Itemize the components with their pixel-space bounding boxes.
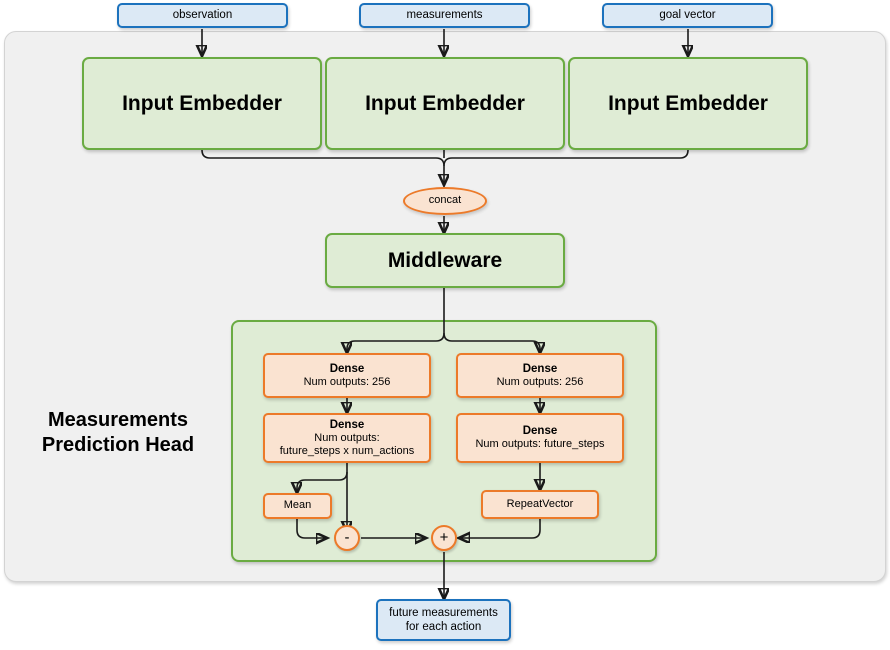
input-embedder-goal-vector-label: Input Embedder xyxy=(608,91,768,115)
mean-box[interactable]: Mean xyxy=(263,493,332,519)
mean-label: Mean xyxy=(283,499,312,512)
measurements-prediction-head-label: Measurements Prediction Head xyxy=(18,408,218,458)
head-label-line1: Measurements xyxy=(47,409,189,431)
dense-left-2-detail-line2: future_steps x num_actions xyxy=(279,445,415,457)
dense-left-1-title: Dense xyxy=(329,362,365,375)
middleware-label: Middleware xyxy=(387,248,503,272)
dense-right-1-detail: Num outputs: 256 xyxy=(496,375,584,388)
repeat-vector-box[interactable]: RepeatVector xyxy=(481,490,599,519)
output-future-measurements[interactable]: future measurements for each action xyxy=(376,599,511,641)
add-op[interactable]: + xyxy=(431,525,457,551)
dense-right-1-title: Dense xyxy=(522,362,558,375)
input-observation[interactable]: observation xyxy=(117,3,288,28)
middleware-box[interactable]: Middleware xyxy=(325,233,565,288)
input-embedder-observation-label: Input Embedder xyxy=(122,91,282,115)
input-goal-vector[interactable]: goal vector xyxy=(602,3,773,28)
dense-left-2-title: Dense xyxy=(329,418,365,431)
subtract-op-label: - xyxy=(344,528,350,546)
add-op-label: + xyxy=(439,528,449,546)
dense-right-2[interactable]: Dense Num outputs: future_steps xyxy=(456,413,624,463)
dense-left-2[interactable]: Dense Num outputs: future_steps x num_ac… xyxy=(263,413,431,463)
input-measurements[interactable]: measurements xyxy=(359,3,530,28)
input-embedder-observation[interactable]: Input Embedder xyxy=(82,57,322,150)
head-label-line2: Prediction Head xyxy=(41,434,195,456)
output-line1: future measurements xyxy=(389,606,498,619)
input-measurements-label: measurements xyxy=(406,9,483,22)
input-embedder-measurements-label: Input Embedder xyxy=(365,91,525,115)
input-goal-vector-label: goal vector xyxy=(659,9,716,22)
input-embedder-goal-vector[interactable]: Input Embedder xyxy=(568,57,808,150)
concat-label: concat xyxy=(428,194,462,207)
concat-node[interactable]: concat xyxy=(403,187,487,215)
repeat-vector-label: RepeatVector xyxy=(506,497,574,510)
dense-right-1[interactable]: Dense Num outputs: 256 xyxy=(456,353,624,398)
dense-left-2-detail-line1: Num outputs: xyxy=(314,431,380,444)
dense-right-2-detail: Num outputs: future_steps xyxy=(475,438,605,451)
input-embedder-measurements[interactable]: Input Embedder xyxy=(325,57,565,150)
input-observation-label: observation xyxy=(172,9,233,22)
subtract-op[interactable]: - xyxy=(334,525,360,551)
dense-right-2-title: Dense xyxy=(522,425,558,438)
dense-left-1-detail: Num outputs: 256 xyxy=(303,375,391,388)
dense-left-1[interactable]: Dense Num outputs: 256 xyxy=(263,353,431,398)
output-line2: for each action xyxy=(405,621,482,633)
